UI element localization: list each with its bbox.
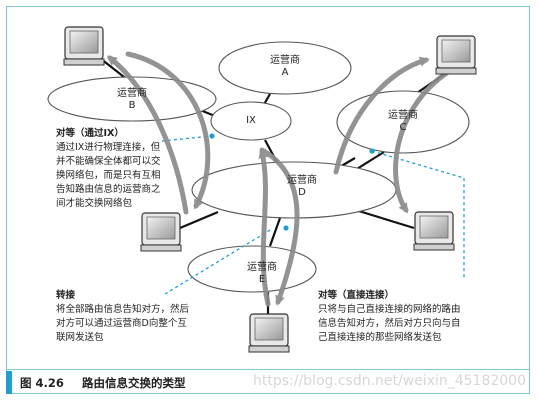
carrier-e-name: 运营商 xyxy=(247,262,277,273)
carrier-a-label: 运营商 A xyxy=(265,55,305,79)
carrier-a-name: 运营商 xyxy=(270,55,300,66)
annotation-line: 告知路由信息的运营商之 xyxy=(56,184,161,195)
annotation-line: 对方可以通过运营商D向整个互 xyxy=(56,318,187,329)
annotation-line: 己直接连接的那些网络发送包 xyxy=(318,332,442,343)
annotation-peering-direct-title: 对等（直接连接） xyxy=(318,290,395,301)
annotation-line: 间才能交换网络包 xyxy=(56,198,133,209)
annotation-peering-direct: 对等（直接连接） 只将与自己直接连接的网络的路由 信息告知对方，然后对方只向与自… xyxy=(318,289,498,345)
computer-icon xyxy=(63,26,105,66)
carrier-c-ellipse xyxy=(336,90,470,154)
carrier-a-letter: A xyxy=(281,67,289,78)
carrier-d-letter: D xyxy=(298,187,306,198)
annotation-line: 联网发送包 xyxy=(56,332,104,343)
carrier-b-label: 运营商 B xyxy=(112,88,152,112)
callout-transit xyxy=(164,229,271,295)
annotation-line: 并不能确保全体都可以交 xyxy=(56,156,161,167)
caption-number: 图 4.26 xyxy=(20,376,64,390)
watermark: https://blog.csdn.net/weixin_45182000 xyxy=(252,373,526,389)
callout-dot-transit xyxy=(283,225,289,231)
annotation-line: 换网络包，而是只有互相 xyxy=(56,170,161,181)
arrow-peering-direct-up xyxy=(333,56,430,175)
carrier-c-name: 运营商 xyxy=(388,110,418,121)
ix-label: IX xyxy=(246,115,256,126)
link-pc-d xyxy=(179,210,219,230)
carrier-a-ellipse xyxy=(218,41,352,95)
annotation-line: 信息告知对方，然后对方只向与自 xyxy=(318,318,461,329)
annotation-line: 将全部路由信息告知对方，然后 xyxy=(56,304,190,315)
annotation-line: 只将与自己直接连接的网络的路由 xyxy=(318,304,461,315)
carrier-c-letter: C xyxy=(399,122,407,133)
computer-icon xyxy=(140,212,182,252)
carrier-b-name: 运营商 xyxy=(117,88,147,99)
arrow-peering-direct-down xyxy=(393,69,451,214)
carrier-d-label: 运营商 D xyxy=(282,175,322,199)
carrier-e-letter: E xyxy=(258,274,266,285)
arrow-transit-down xyxy=(259,147,300,306)
computer-icon xyxy=(435,35,477,75)
carrier-c-label: 运营商 C xyxy=(383,110,423,134)
computer-icon xyxy=(413,211,455,251)
caption-divider xyxy=(6,369,530,370)
figure-caption: 图 4.26 路由信息交换的类型 xyxy=(6,371,530,394)
callout-dot-ix xyxy=(209,133,215,139)
link-d-e xyxy=(268,217,282,247)
computer-icon xyxy=(248,313,290,353)
annotation-peering-ix-title: 对等（通过IX） xyxy=(56,128,124,139)
callout-dot-direct xyxy=(369,148,375,154)
annotation-transit: 转接 将全部路由信息告知对方，然后 对方可以通过运营商D向整个互 联网发送包 xyxy=(56,289,226,345)
annotation-transit-title: 转接 xyxy=(56,290,76,301)
arrow-peering-ix-down xyxy=(125,51,211,210)
annotation-line: 通过IX进行物理连接，但 xyxy=(56,142,161,153)
arrow-peering-ix-up xyxy=(106,55,189,215)
annotation-peering-ix: 对等（通过IX） 通过IX进行物理连接，但 并不能确保全体都可以交 换网络包，而… xyxy=(56,127,196,211)
callout-peering-direct xyxy=(371,150,465,280)
callout-peering-ix xyxy=(161,135,213,142)
arrow-transit-up xyxy=(258,148,271,307)
caption-title: 路由信息交换的类型 xyxy=(82,376,186,390)
carrier-b-letter: B xyxy=(128,100,136,111)
carrier-e-label: 运营商 E xyxy=(242,262,282,286)
carrier-d-name: 运营商 xyxy=(287,175,317,186)
caption-accent-bar xyxy=(6,371,12,394)
ix-ellipse xyxy=(210,101,292,141)
